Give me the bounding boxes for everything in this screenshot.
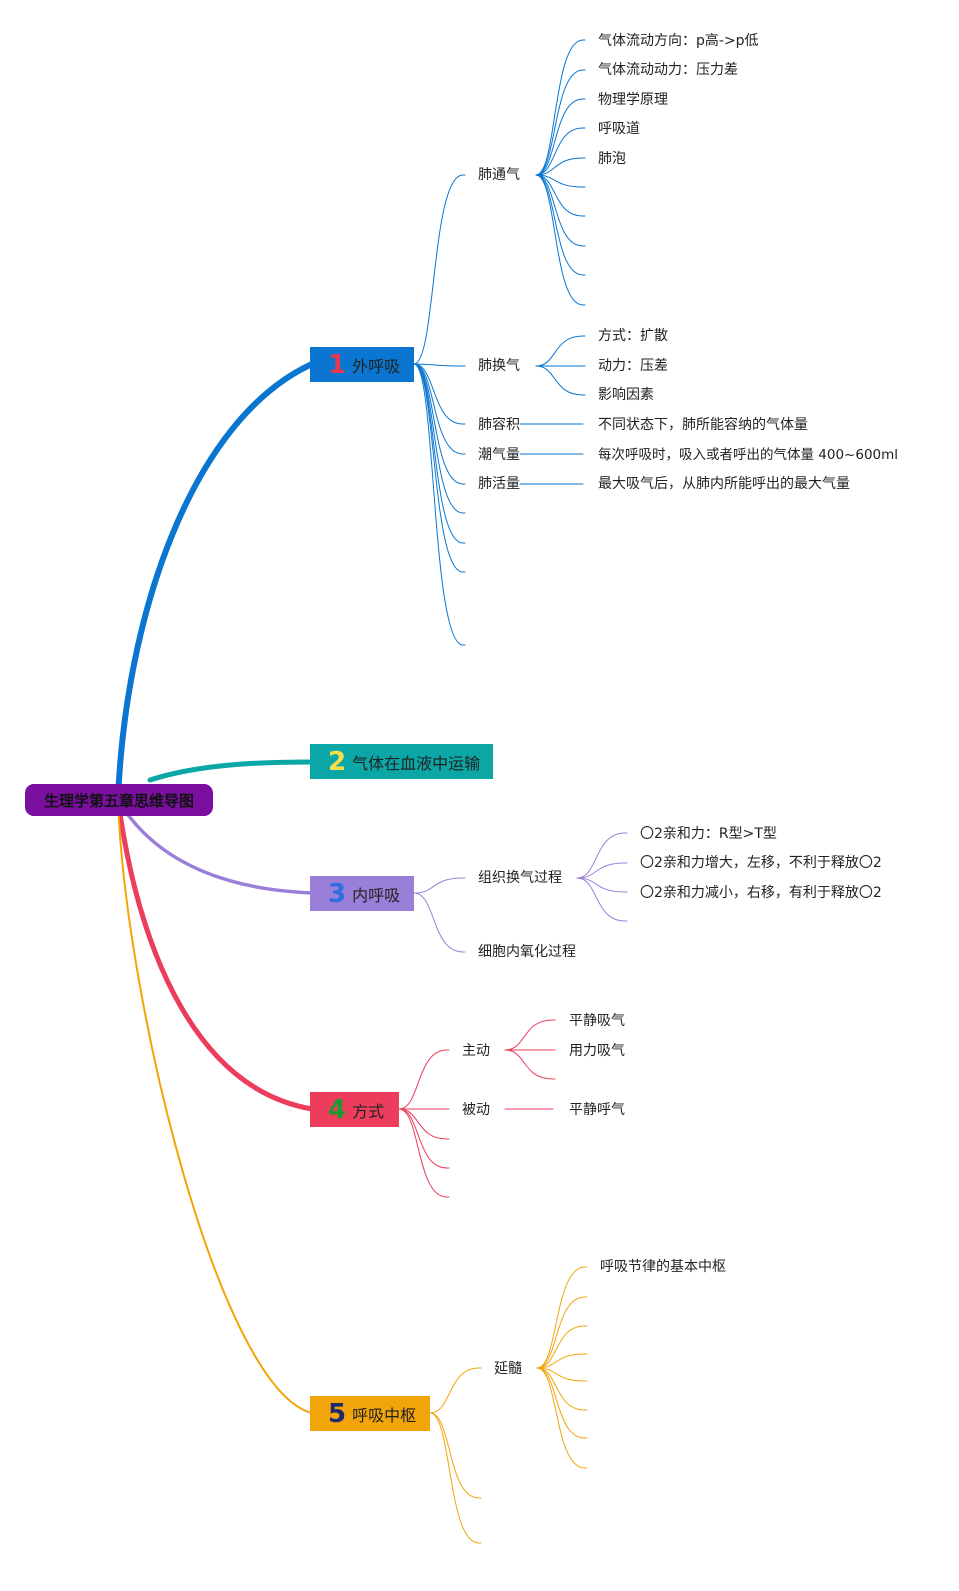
branch4-link-4 <box>398 1108 450 1198</box>
ventilation-link-6 <box>535 174 586 217</box>
root-to-branch2 <box>147 759 315 783</box>
leaf-physics-principle[interactable]: 物理学原理 <box>598 92 668 108</box>
branch-number: 4 <box>328 1094 347 1125</box>
branch-number: 5 <box>328 1398 347 1429</box>
ventilation-link-4 <box>535 157 586 176</box>
tissue-link-2 <box>576 877 628 893</box>
leaf-o2-affinity-increase[interactable]: 〇2亲和力增大，左移，不利于释放〇2 <box>640 855 882 871</box>
medulla-link-0 <box>536 1266 588 1369</box>
tissue-link-1 <box>576 862 628 879</box>
topic-passive[interactable]: 被动 <box>462 1102 490 1118</box>
branch-label: 气体在血液中运输 <box>352 753 481 773</box>
exchange-link-2 <box>535 365 586 396</box>
root-label: 生理学第五章思维导图 <box>43 791 194 810</box>
leaf-quiet-inspiration[interactable]: 平静吸气 <box>569 1013 625 1029</box>
branch5-link-0 <box>429 1367 482 1414</box>
branch-label: 外呼吸 <box>352 356 401 376</box>
leaf-tidal-volume-def[interactable]: 每次呼吸时，吸入或者呼出的气体量 400~600ml <box>598 447 899 463</box>
leaf-forced-inspiration[interactable]: 用力吸气 <box>569 1043 625 1059</box>
branch3-link-1 <box>413 892 466 953</box>
topic-pulmonary-gas-exchange[interactable]: 肺换气 <box>478 358 520 374</box>
leaf-alveoli[interactable]: 肺泡 <box>598 151 626 167</box>
exchange-link-0 <box>535 335 586 367</box>
branch-respiratory-center[interactable]: 5 呼吸中枢 <box>310 1396 430 1431</box>
ventilation-link-3 <box>535 127 586 176</box>
topic-tissue-gas-exchange[interactable]: 组织换气过程 <box>478 870 562 886</box>
medulla-link-4 <box>536 1367 588 1382</box>
ventilation-link-7 <box>535 174 586 247</box>
leaf-exchange-mode[interactable]: 方式：扩散 <box>598 328 668 344</box>
tissue-link-3 <box>576 877 628 922</box>
branch3-link-0 <box>413 877 466 894</box>
topic-tidal-volume[interactable]: 潮气量 <box>478 447 520 463</box>
branch1-link-1 <box>413 363 466 367</box>
medulla-link-7 <box>536 1367 588 1469</box>
root-to-branch4 <box>115 797 315 1112</box>
topic-pulmonary-ventilation[interactable]: 肺通气 <box>478 167 520 183</box>
branch-number: 1 <box>328 349 347 380</box>
ventilation-link-9 <box>535 174 586 306</box>
root-node[interactable]: 生理学第五章思维导图 <box>25 784 213 816</box>
branch1-link-7 <box>413 363 466 573</box>
topic-medulla[interactable]: 延髓 <box>494 1361 522 1377</box>
medulla-link-6 <box>536 1367 588 1439</box>
branch-external-respiration[interactable]: 1 外呼吸 <box>310 347 414 382</box>
active-link-2 <box>504 1049 556 1080</box>
branch-number: 3 <box>328 878 347 909</box>
medulla-link-1 <box>536 1296 588 1369</box>
active-link-0 <box>504 1019 556 1051</box>
medulla-link-5 <box>536 1367 588 1411</box>
branch4-link-3 <box>398 1108 450 1169</box>
branch-label: 方式 <box>352 1101 385 1121</box>
root-to-branch3 <box>116 798 314 895</box>
branch1-link-4 <box>413 363 466 485</box>
ventilation-link-1 <box>535 69 586 176</box>
leaf-airflow-force[interactable]: 气体流动动力：压力差 <box>598 62 738 78</box>
ventilation-link-5 <box>535 174 586 188</box>
topic-cellular-oxidation[interactable]: 细胞内氧化过程 <box>478 944 576 960</box>
root-to-branch1 <box>115 361 315 803</box>
topic-vital-capacity[interactable]: 肺活量 <box>478 476 520 492</box>
leaf-airway[interactable]: 呼吸道 <box>598 121 640 137</box>
leaf-quiet-expiration[interactable]: 平静呼气 <box>569 1102 625 1118</box>
branch-internal-respiration[interactable]: 3 内呼吸 <box>310 876 414 911</box>
root-to-branch5 <box>117 799 313 1414</box>
branch5-link-1 <box>429 1412 482 1499</box>
branch-label: 内呼吸 <box>352 885 401 905</box>
branch-label: 呼吸中枢 <box>352 1405 417 1425</box>
leaf-lung-volume-def[interactable]: 不同状态下，肺所能容纳的气体量 <box>598 417 808 433</box>
branch-breathing-mode[interactable]: 4 方式 <box>310 1092 399 1127</box>
branch1-link-2 <box>413 363 466 425</box>
branch5-link-2 <box>429 1412 482 1544</box>
ventilation-link-2 <box>535 98 586 176</box>
leaf-vital-capacity-def[interactable]: 最大吸气后，从肺内所能呼出的最大气量 <box>598 476 850 492</box>
ventilation-link-0 <box>535 39 586 176</box>
branch-blood-gas-transport[interactable]: 2 气体在血液中运输 <box>310 744 493 779</box>
branch-number: 2 <box>328 746 347 777</box>
branch1-link-0 <box>413 174 466 365</box>
branch4-link-2 <box>398 1108 450 1140</box>
leaf-exchange-force[interactable]: 动力：压差 <box>598 358 668 374</box>
branch1-link-3 <box>413 363 466 455</box>
branch1-link-8 <box>413 363 466 646</box>
branch1-link-6 <box>413 363 466 544</box>
tissue-link-0 <box>576 832 628 879</box>
leaf-airflow-direction[interactable]: 气体流动方向：p高->p低 <box>598 33 759 49</box>
branch4-link-0 <box>398 1049 450 1110</box>
ventilation-link-8 <box>535 174 586 276</box>
medulla-link-2 <box>536 1325 588 1369</box>
leaf-basic-rhythm-center[interactable]: 呼吸节律的基本中枢 <box>600 1259 726 1275</box>
leaf-influencing-factors[interactable]: 影响因素 <box>598 387 654 403</box>
leaf-o2-affinity-decrease[interactable]: 〇2亲和力减小，右移，有利于释放〇2 <box>640 885 882 901</box>
leaf-o2-affinity[interactable]: 〇2亲和力：R型>T型 <box>640 826 777 842</box>
topic-active[interactable]: 主动 <box>462 1043 490 1059</box>
branch1-link-5 <box>413 363 466 514</box>
topic-lung-volume[interactable]: 肺容积 <box>478 417 520 433</box>
medulla-link-3 <box>536 1353 588 1369</box>
